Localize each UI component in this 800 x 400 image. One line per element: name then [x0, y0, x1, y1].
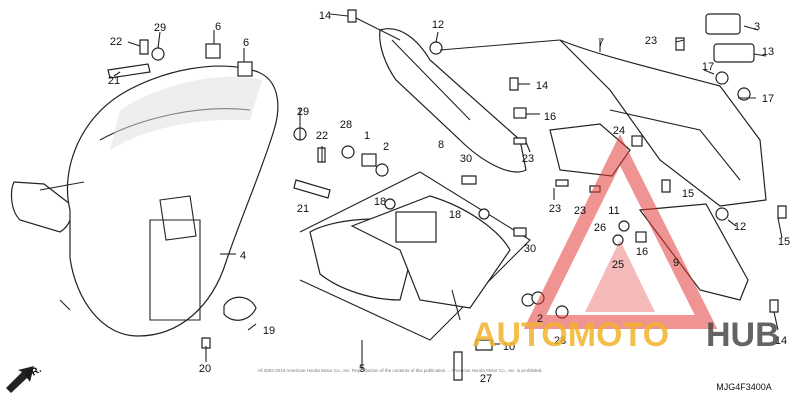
callout-16a: 16: [544, 111, 556, 123]
grommet-part-12b: [715, 207, 729, 221]
callout-30a: 30: [460, 153, 472, 165]
front-arrow-icon: [6, 366, 34, 393]
callout-21a: 21: [108, 75, 120, 87]
bolt-part-14c: [769, 299, 779, 313]
callout-14a: 14: [319, 10, 331, 22]
callout-23c: 23: [549, 203, 561, 215]
rear-fender-part: [10, 65, 279, 337]
callout-23b: 23: [645, 35, 657, 47]
nut-part-18a: [384, 198, 396, 210]
callout-30b: 30: [524, 243, 536, 255]
callout-6a: 6: [215, 21, 221, 33]
callout-29a: 29: [154, 22, 166, 34]
callout-7: 7: [598, 37, 604, 49]
callout-28b: 28: [554, 335, 566, 347]
callout-15b: 15: [778, 236, 790, 248]
callout-9: 9: [673, 257, 679, 269]
collar-part-26: [618, 220, 630, 232]
washer-part-25: [612, 234, 624, 246]
side-cover-part-8: [379, 28, 527, 173]
callout-1: 1: [364, 130, 370, 142]
callout-29b: 29: [297, 106, 309, 118]
callout-19: 19: [263, 325, 275, 337]
bolt-part-10: [475, 339, 493, 351]
band-part-21b: [293, 179, 331, 199]
bolt-part-30b: [513, 227, 527, 237]
callout-2: 2: [383, 141, 389, 153]
callout-14c: 14: [775, 335, 787, 347]
bolt-part-20: [201, 337, 211, 349]
grommet-part-17b: [737, 87, 751, 101]
callout-4: 4: [240, 250, 246, 262]
callout-24: 24: [613, 125, 625, 137]
bolt-part-23c: [555, 179, 569, 187]
callout-22b: 22: [316, 130, 328, 142]
watermark-word-right: HUB: [706, 316, 780, 354]
callout-21b: 21: [297, 203, 309, 215]
callout-3: 3: [754, 21, 760, 33]
grommet-part-12a: [429, 41, 443, 55]
callout-numbers: 1 2 2 3 4 5 6 6 7 8 9 10 11 12 12 13 14 …: [108, 10, 790, 385]
callout-10: 10: [503, 341, 515, 353]
callout-18a: 18: [374, 196, 386, 208]
grommet-part-2a: [375, 163, 389, 177]
rear-cover-part-7: [559, 39, 767, 207]
callout-14b: 14: [536, 80, 548, 92]
band-part-21a: [107, 63, 151, 79]
callout-23a: 23: [522, 153, 534, 165]
nut-part-24: [631, 135, 643, 147]
bolt-part-15a: [661, 179, 671, 193]
diagram-code: MJG4F3400A: [716, 382, 772, 392]
bolt-part-27: [453, 351, 463, 381]
bolt-part-14a: [347, 9, 357, 23]
callout-12b: 12: [734, 221, 746, 233]
callout-11: 11: [608, 205, 619, 217]
inner-fender-part: [299, 171, 531, 341]
reflector-part-3: [705, 13, 741, 35]
bolt-part-22a: [139, 39, 149, 55]
watermark-word-left: AUTOMOTO: [472, 316, 669, 354]
callout-18b: 18: [449, 209, 461, 221]
callout-16b: 16: [636, 246, 648, 258]
bolt-part-30a: [461, 175, 477, 185]
clip-part-6b: [237, 61, 253, 77]
watermark-triangle: [523, 134, 718, 329]
callout-15a: 15: [682, 188, 694, 200]
nut-part-29a: [151, 47, 165, 61]
callout-28a: 28: [340, 119, 352, 131]
callout-26: 26: [594, 222, 606, 234]
callout-6b: 6: [243, 37, 249, 49]
callout-25: 25: [612, 259, 624, 271]
callout-8: 8: [438, 139, 444, 151]
callout-27: 27: [480, 373, 492, 385]
reflector-part-13: [713, 43, 755, 63]
nut-part-18b: [478, 208, 490, 220]
callout-5: 5: [359, 363, 365, 375]
washer-part-28a: [341, 145, 355, 159]
front-label: FR.: [24, 364, 44, 382]
callout-2b: 2: [537, 313, 543, 325]
nut-part-16b: [635, 231, 647, 243]
callout-12a: 12: [432, 19, 444, 31]
callout-13: 13: [762, 46, 774, 58]
grommet-part-17a: [715, 71, 729, 85]
copyright-fine-print: All 2002-2019 American Honda Motor Co., …: [258, 368, 543, 373]
bolt-part-23a: [513, 137, 527, 145]
bolt-part-15b: [777, 205, 787, 219]
callout-20: 20: [199, 363, 211, 375]
callout-23d: 23: [574, 205, 586, 217]
bolt-part-14b: [509, 77, 519, 91]
callout-22a: 22: [110, 36, 122, 48]
collar-part-1: [361, 153, 377, 167]
callout-17b: 17: [762, 93, 774, 105]
clamp-part-19: [223, 296, 257, 321]
nut-part-16a: [513, 107, 527, 119]
clip-part-6a: [205, 43, 221, 59]
leader-lines: [113, 13, 783, 370]
watermark-logo: [523, 134, 718, 329]
callout-17a: 17: [702, 61, 714, 73]
